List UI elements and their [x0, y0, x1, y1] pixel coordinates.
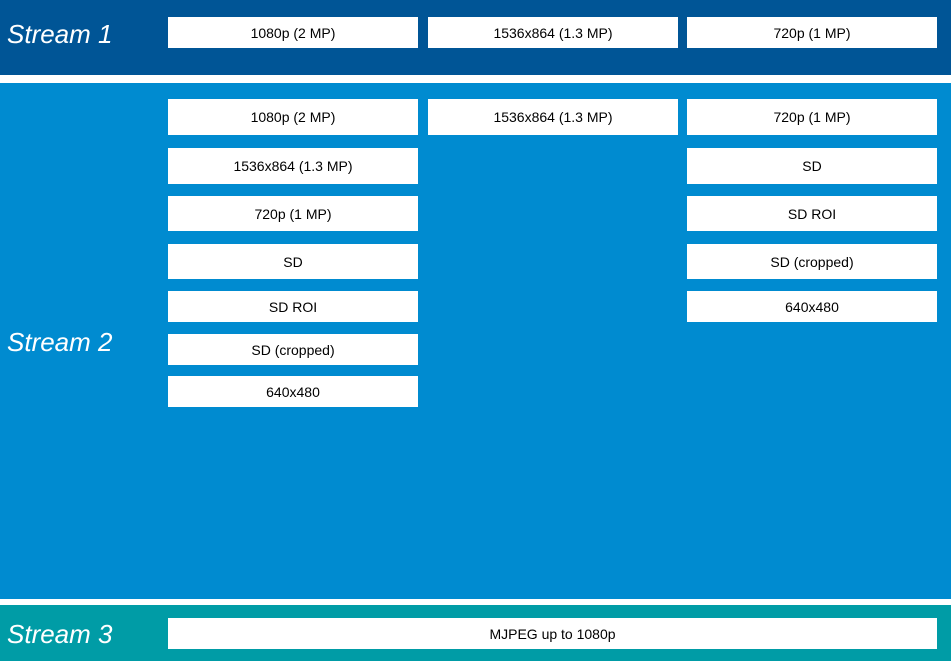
stream-1-option-1536x864: 1536x864 (1.3 MP): [428, 17, 678, 48]
stream-3-option-mjpeg: MJPEG up to 1080p: [168, 618, 937, 649]
stream-2-col1-option: SD (cropped): [168, 334, 418, 365]
stream-3-band: Stream 3 MJPEG up to 1080p: [0, 605, 951, 661]
stream-1-band: Stream 1 1080p (2 MP) 1536x864 (1.3 MP) …: [0, 0, 951, 75]
stream-2-col1-option: 640x480: [168, 376, 418, 407]
stream-3-label: Stream 3: [7, 619, 113, 649]
stream-2-col3-option: SD: [687, 148, 937, 184]
stream-2-col3-option: SD ROI: [687, 196, 937, 231]
stream-1-label: Stream 1: [7, 19, 113, 49]
stream-2-col1-option: SD: [168, 244, 418, 279]
stream-2-band: Stream 2 1080p (2 MP) 1536x864 (1.3 MP) …: [0, 83, 951, 599]
stream-2-col2-option: 1536x864 (1.3 MP): [428, 99, 678, 135]
stream-2-col1-option: 1536x864 (1.3 MP): [168, 148, 418, 184]
stream-2-col3-option: SD (cropped): [687, 244, 937, 279]
stream-1-option-1080p: 1080p (2 MP): [168, 17, 418, 48]
stream-2-col3-option: 720p (1 MP): [687, 99, 937, 135]
stream-2-col3-option: 640x480: [687, 291, 937, 322]
stream-2-col1-option: 1080p (2 MP): [168, 99, 418, 135]
stream-2-label: Stream 2: [7, 327, 113, 357]
stream-2-col1-option: 720p (1 MP): [168, 196, 418, 231]
stream-2-col1-option: SD ROI: [168, 291, 418, 322]
stream-1-option-720p: 720p (1 MP): [687, 17, 937, 48]
